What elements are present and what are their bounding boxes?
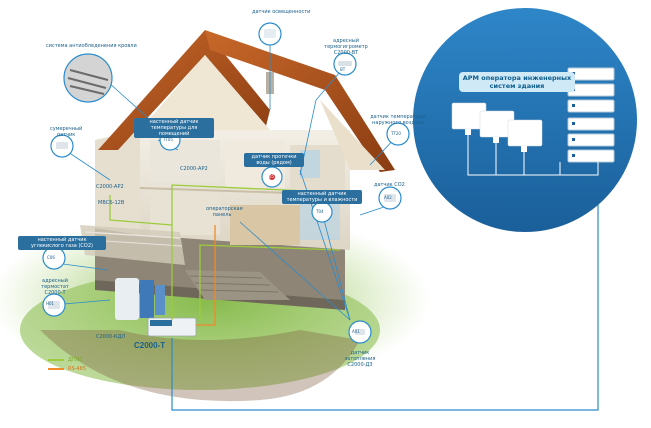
- label-outdoor: датчик температуры наружного воздуха: [370, 114, 426, 126]
- sensor-badges: [42, 22, 410, 344]
- badge-water: [261, 166, 283, 188]
- badge-thermostat: [42, 293, 66, 317]
- label-light: датчик освещенности: [252, 9, 311, 15]
- label-ar2: С2000-АР2: [180, 166, 208, 172]
- legend-dpls: ДПЛС: [68, 357, 83, 363]
- network-cable: [171, 168, 599, 411]
- label-ar2-b: С2000-АР2: [96, 184, 124, 190]
- stairs: [185, 270, 290, 300]
- badge-twilight: [50, 134, 74, 158]
- badge-h01: Н01: [46, 301, 55, 306]
- operator-circle: [413, 8, 637, 232]
- badge-t05: ТТ05: [163, 137, 173, 142]
- badge-co2: [378, 186, 402, 210]
- pill-humid: настенный датчик температуры и влажности: [282, 190, 362, 204]
- arm-title: АРМ оператора инженерных систем здания: [459, 72, 575, 92]
- badge-a01: А01: [352, 329, 360, 334]
- badge-t20: ТТ20: [391, 131, 401, 136]
- label-twilight: сумеречный датчик: [50, 126, 83, 138]
- badge-t04: Т04: [316, 209, 324, 214]
- deck: [80, 225, 185, 265]
- controller-label: С2000-Т: [134, 341, 166, 350]
- dpls-lines: [109, 184, 341, 320]
- label-co2: датчик СО2: [374, 182, 405, 188]
- label-kdl: С2000-КДЛ: [96, 334, 126, 340]
- legend-swatches: [48, 359, 64, 370]
- badge-outdoor: [386, 122, 410, 146]
- label-hygro: адресный термогигрометр С2000-ВТ: [324, 38, 368, 56]
- basement-equipment: [115, 278, 197, 337]
- label-panel: операторская панель: [206, 206, 243, 218]
- pill-water: датчик протечки воды (рядом): [244, 153, 304, 167]
- pill-wall-temp: настенный датчик температуры для помещен…: [134, 118, 214, 138]
- label-deice: система антиобледенения кровли: [46, 43, 137, 49]
- badge-t05b: ТТ05: [264, 174, 274, 179]
- rs485-lines: [196, 225, 216, 326]
- badge-flood: [348, 320, 372, 344]
- pill-co2-wall: настенный датчик углекислого газа (СО2): [18, 236, 106, 250]
- label-thermostat: адресный термостат С2000-Т: [41, 278, 69, 296]
- badge-deice: [63, 53, 113, 103]
- label-mvsb: МВСБ-12В: [98, 200, 125, 206]
- badge-a02: А02: [384, 195, 392, 200]
- badge-hygro: [333, 52, 357, 76]
- legend-rs485: RS-485: [68, 366, 86, 372]
- badge-c06: С06: [47, 255, 55, 260]
- label-flood: датчик затопления С2000-ДЗ: [344, 350, 376, 368]
- badge-hygro-v: ВТ: [340, 67, 346, 72]
- badge-light: [258, 22, 282, 46]
